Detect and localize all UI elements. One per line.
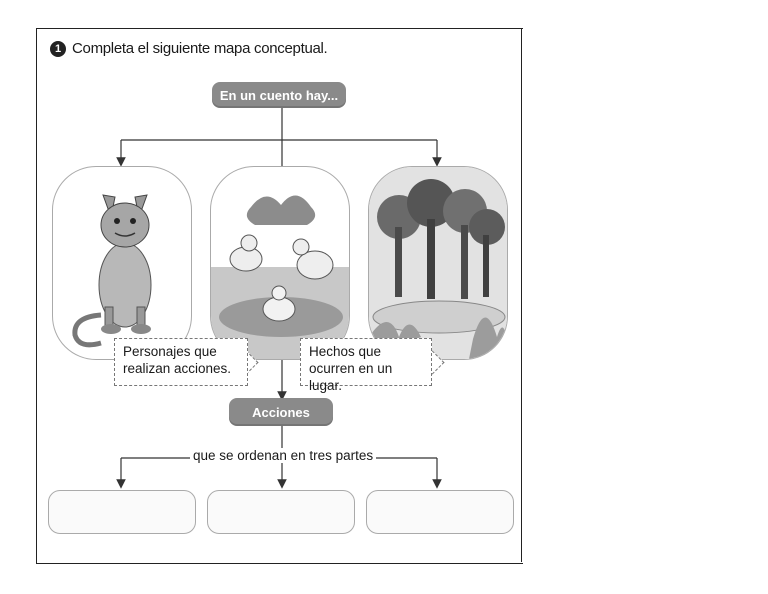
root-concept-pill: En un cuento hay... [212, 82, 346, 108]
frame-right-border [521, 28, 522, 562]
card-forest [368, 166, 508, 360]
card-ducks [210, 166, 350, 360]
answer-box-3[interactable] [366, 490, 514, 534]
connector-text: que se ordenan en tres partes [190, 448, 377, 463]
instruction-text: Completa el siguiente mapa conceptual. [72, 40, 328, 57]
answer-box-2[interactable] [207, 490, 355, 534]
note-events: Hechos que ocurren en un lugar. [300, 338, 432, 393]
ducks-illustration [211, 195, 349, 359]
note-events-line2: ocurren en un lugar. [309, 361, 393, 393]
card-characters [52, 166, 192, 360]
actions-pill: Acciones [229, 398, 333, 426]
note-characters-line1: Personajes que [123, 344, 217, 359]
activity-number-badge: 1 [50, 40, 66, 57]
note-characters-line2: realizan acciones. [123, 361, 232, 376]
instruction-row: 1 Completa el siguiente mapa conceptual. [50, 40, 328, 57]
note-characters: Personajes que realizan acciones. [114, 338, 248, 386]
answer-box-1[interactable] [48, 490, 196, 534]
exercise-frame [36, 28, 523, 564]
cat-illustration [72, 194, 152, 348]
note-events-line1: Hechos que [309, 344, 382, 359]
forest-illustration [369, 167, 507, 359]
